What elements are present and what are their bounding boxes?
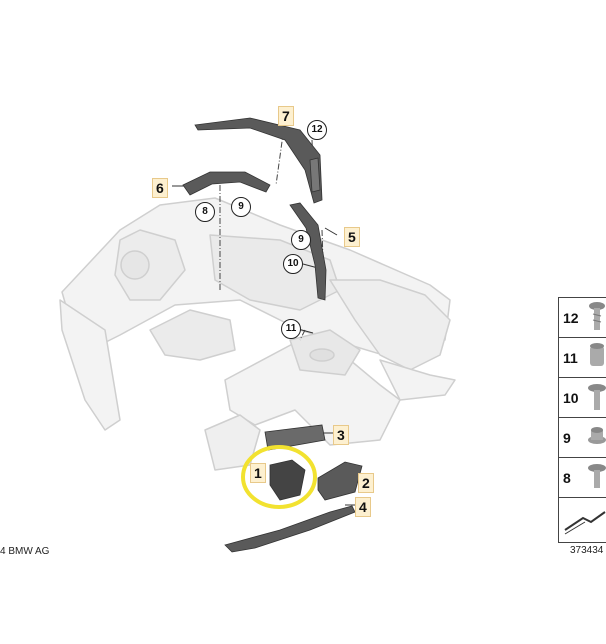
rivet-icon bbox=[588, 464, 606, 488]
front-body-structure bbox=[59, 197, 456, 471]
callout-9-lower: 9 bbox=[291, 230, 311, 250]
part-4 bbox=[224, 505, 356, 553]
part-1 bbox=[269, 459, 306, 501]
legend-cell-12: 12 bbox=[558, 297, 606, 338]
callout-9-upper: 9 bbox=[231, 197, 251, 217]
legend-number: 12 bbox=[563, 310, 579, 326]
callout-8: 8 bbox=[195, 202, 215, 222]
diagram-number: 373434 bbox=[570, 545, 604, 556]
part-6 bbox=[182, 171, 271, 196]
callout-7: 7 bbox=[278, 106, 294, 126]
legend-number: 11 bbox=[563, 350, 578, 366]
parts bbox=[182, 117, 363, 553]
legend-cell-8: 8 bbox=[558, 457, 606, 498]
callout-10: 10 bbox=[283, 254, 303, 274]
callout-5: 5 bbox=[344, 227, 360, 247]
nut-icon bbox=[590, 343, 604, 366]
callout-12: 12 bbox=[307, 120, 327, 140]
callout-11: 11 bbox=[281, 319, 301, 339]
highlight-ring bbox=[241, 445, 317, 509]
callout-2: 2 bbox=[358, 473, 374, 493]
screw-icon bbox=[589, 302, 605, 330]
legend-cell-11: 11 bbox=[558, 337, 606, 378]
legend-number: 8 bbox=[563, 470, 571, 486]
legend-cell-10: 10 bbox=[558, 377, 606, 418]
wrench-icon bbox=[564, 511, 606, 535]
callout-3: 3 bbox=[333, 425, 349, 445]
legend-number: 9 bbox=[563, 430, 571, 446]
flange-nut-icon bbox=[588, 427, 606, 444]
part-12 bbox=[309, 157, 321, 193]
callout-4: 4 bbox=[355, 497, 371, 517]
part-2 bbox=[317, 461, 363, 501]
bolt-icon bbox=[588, 384, 606, 410]
callout-1: 1 bbox=[250, 463, 266, 483]
part-7 bbox=[194, 117, 323, 204]
legend-cell-9: 9 bbox=[558, 417, 606, 458]
legend-cell-tool bbox=[558, 497, 606, 543]
legend-number: 10 bbox=[563, 390, 579, 406]
copyright: 4 BMW AG bbox=[0, 546, 50, 557]
callout-6: 6 bbox=[152, 178, 168, 198]
